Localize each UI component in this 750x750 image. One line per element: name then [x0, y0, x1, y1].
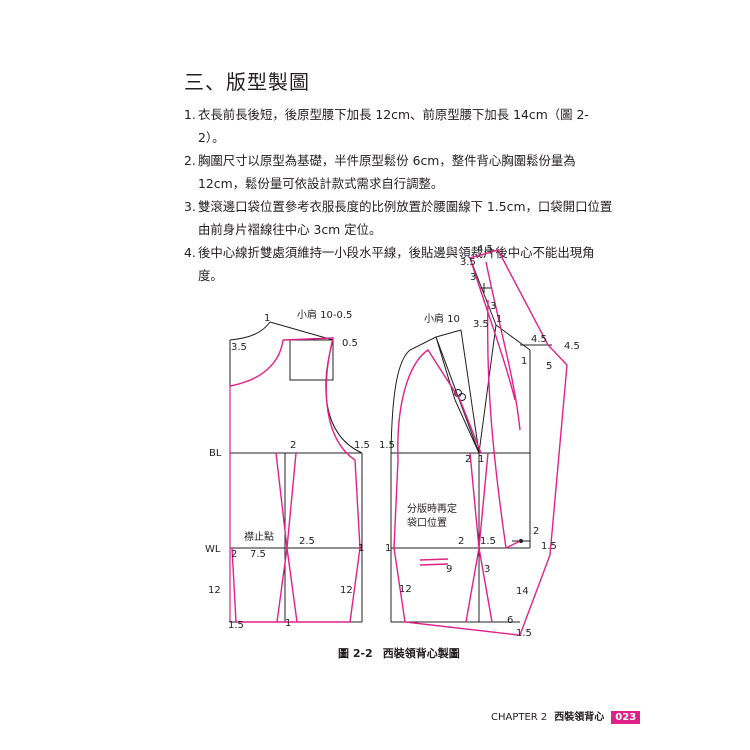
- measurement-label: 14: [516, 586, 529, 597]
- pocket-note-line2: 袋口位置: [407, 516, 447, 529]
- instruction-text: 後中心線折雙處須維持一小段水平線，後貼邊與領裁片後中心不能出現角度。: [198, 245, 595, 283]
- instruction-text: 衣長前長後短，後原型腰下加長 12cm、前原型腰下加長 14cm（圖 2-2）。: [198, 107, 589, 145]
- measurement-label: 1.5: [516, 628, 532, 639]
- measurement-label: 2: [465, 454, 471, 465]
- pocket-opening-pink: [419, 563, 449, 566]
- front-shoulder-line: [435, 329, 462, 338]
- measurement-label: 5: [546, 361, 552, 372]
- measurement-label: 3.5: [473, 319, 489, 330]
- measurement-label: 1: [385, 543, 391, 554]
- measurement-label: 1.5: [379, 440, 395, 451]
- figure-caption: 圖 2-2 西裝領背心製圖: [338, 645, 460, 661]
- pattern-lines: [229, 249, 568, 636]
- measurement-label: 0.5: [342, 338, 358, 349]
- bust-line-label: BL: [209, 448, 222, 459]
- figure-number: 圖 2-2: [338, 647, 373, 660]
- measurement-label: 1.5: [541, 541, 557, 552]
- back-neck-curve: [229, 321, 271, 341]
- measurement-label: 12: [399, 584, 412, 595]
- back-armhole-pink: [282, 337, 356, 461]
- back-shoulder-annotation: 小肩 10-0.5: [297, 308, 352, 321]
- diagram-labels: BL WL 小肩 10-0.5 小肩 10 襟止點 分版時再定 袋口位置 1 3…: [205, 244, 580, 639]
- measurement-label: 3: [470, 272, 476, 283]
- instruction-item: 1. 衣長前長後短，後原型腰下加長 12cm、前原型腰下加長 14cm（圖 2-…: [184, 103, 614, 149]
- front-armhole-curve: [390, 336, 437, 454]
- measurement-label: 1.5: [354, 440, 370, 451]
- measurement-label: 1: [521, 356, 527, 367]
- instruction-text: 胸圍尺寸以原型為基礎，半件原型鬆份 6cm，整件背心胸圍鬆份量為 12cm，鬆份…: [198, 153, 576, 191]
- measurement-label: 6: [507, 615, 513, 626]
- instruction-item: 2. 胸圍尺寸以原型為基礎，半件原型鬆份 6cm，整件背心胸圍鬆份量為 12cm…: [184, 149, 614, 195]
- figure-title: 西裝領背心製圖: [382, 647, 460, 660]
- back-center-shaping-pink: [231, 547, 237, 623]
- front-dart-leg-b: [478, 324, 497, 454]
- facing-line-pink: [486, 299, 507, 549]
- measurement-label: 4.5: [531, 334, 547, 345]
- pocket-note-line1: 分版時再定: [407, 502, 457, 515]
- instruction-number: 3.: [184, 199, 196, 214]
- measurement-label: 12: [208, 585, 221, 596]
- measurement-label: 9: [446, 564, 452, 575]
- back-dart-pink-b: [276, 452, 297, 623]
- page-footer: CHAPTER 2 西裝領背心 023: [491, 708, 641, 724]
- button-point-pink: [505, 540, 521, 549]
- measurement-label: 2: [290, 440, 296, 451]
- measurement-label: 3: [490, 301, 496, 312]
- measurement-label: 1: [358, 543, 364, 554]
- measurement-label: 2.5: [299, 536, 315, 547]
- instruction-text: 雙滾邊口袋位置參考衣服長度的比例放置於腰圍線下 1.5cm，口袋開口位置由前身片…: [198, 199, 613, 237]
- front-dart-pink-b: [465, 452, 489, 623]
- stop-point-annotation: 襟止點: [244, 530, 274, 543]
- chapter-title: 西裝領背心: [554, 712, 605, 723]
- back-armhole-curve: [325, 339, 363, 454]
- measurement-label: 7.5: [250, 549, 266, 560]
- page-number-badge: 023: [611, 711, 641, 724]
- measurement-label: 2: [533, 526, 539, 537]
- roll-line-pink: [485, 261, 521, 431]
- measurement-label: 1.5: [228, 620, 244, 631]
- back-shoulder-line: [269, 321, 334, 341]
- lapel-edge-pink: [469, 249, 568, 636]
- waist-line-label: WL: [205, 544, 221, 555]
- measurement-label: 1: [285, 618, 291, 629]
- measurement-label: 1.5: [480, 536, 496, 547]
- chapter-label: CHAPTER 2: [491, 712, 548, 723]
- instruction-number: 4.: [184, 245, 196, 260]
- back-side-pink: [349, 459, 361, 623]
- instruction-number: 2.: [184, 153, 196, 168]
- measurement-label: 2: [231, 549, 237, 560]
- collar-roll-pink: [469, 257, 516, 401]
- measurement-label: 1: [264, 313, 270, 324]
- section-heading: 三、版型製圖: [184, 70, 310, 94]
- front-shoulder-annotation: 小肩 10: [424, 312, 460, 325]
- back-neckline-pink: [229, 339, 284, 387]
- button-point-mark: [519, 539, 523, 543]
- back-shoulder-box: [289, 339, 334, 381]
- instruction-item: 3. 雙滾邊口袋位置參考衣服長度的比例放置於腰圍線下 1.5cm，口袋開口位置由…: [184, 195, 614, 241]
- front-armhole-pink: [397, 349, 482, 461]
- measurement-label: 3: [484, 564, 490, 575]
- measurement-label: 1: [478, 454, 484, 465]
- instruction-item: 4. 後中心線折雙處須維持一小段水平線，後貼邊與領裁片後中心不能出現角度。: [184, 241, 614, 287]
- measurement-label: 4.5: [564, 341, 580, 352]
- instruction-number: 1.: [184, 107, 196, 122]
- measurement-label: 2: [458, 536, 464, 547]
- measurement-label: 3.5: [231, 342, 247, 353]
- measurement-label: 12: [340, 585, 353, 596]
- measurement-label: 1: [496, 314, 502, 325]
- instruction-list: 1. 衣長前長後短，後原型腰下加長 12cm、前原型腰下加長 14cm（圖 2-…: [184, 103, 614, 287]
- front-side-hem-pink: [393, 459, 519, 636]
- measurement-label: 4.5: [477, 244, 493, 255]
- front-dart-leg-a: [460, 329, 480, 454]
- measurement-label: 3.5: [460, 257, 476, 268]
- pocket-opening-pink: [419, 558, 449, 561]
